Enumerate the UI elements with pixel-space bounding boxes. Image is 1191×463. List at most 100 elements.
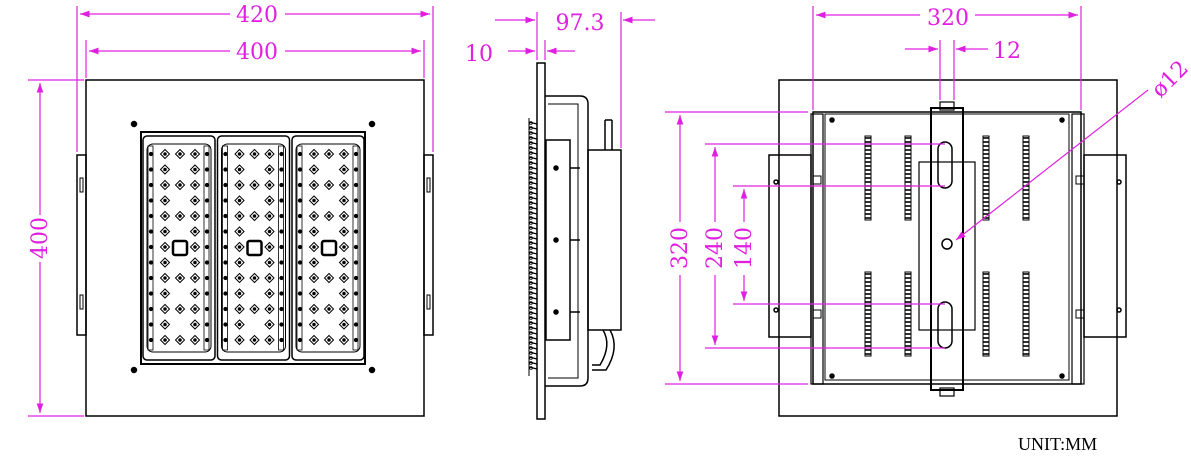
led-chip bbox=[159, 319, 171, 330]
module-sensor bbox=[246, 239, 263, 257]
led-chip bbox=[234, 257, 245, 268]
led-chip bbox=[338, 319, 350, 330]
led-chip bbox=[159, 334, 171, 346]
center-hole bbox=[941, 238, 953, 250]
dim-depth-97-3: 97.3 bbox=[556, 11, 605, 36]
led-chip bbox=[174, 272, 186, 284]
rear-left-bracket bbox=[768, 154, 812, 338]
led-chip bbox=[338, 148, 350, 160]
led-module bbox=[216, 135, 291, 361]
rear-right-bracket bbox=[1083, 154, 1127, 338]
led-chip bbox=[189, 272, 201, 284]
rear-heatsink-fins bbox=[864, 135, 1030, 357]
led-chip bbox=[234, 226, 245, 237]
left-bracket bbox=[76, 154, 87, 336]
led-chip bbox=[159, 164, 171, 175]
side-dimensions bbox=[495, 12, 655, 148]
led-chip bbox=[264, 257, 275, 268]
led-chip bbox=[308, 257, 320, 268]
led-chip bbox=[323, 179, 335, 191]
led-chip bbox=[338, 334, 350, 346]
led-chip bbox=[264, 148, 275, 160]
led-chip bbox=[249, 148, 260, 160]
dim-thickness-10: 10 bbox=[465, 42, 493, 67]
dim-width-400: 400 bbox=[236, 40, 278, 65]
led-chip bbox=[234, 272, 245, 284]
led-chip bbox=[308, 288, 320, 299]
led-chip bbox=[308, 195, 320, 206]
front-panel bbox=[85, 79, 425, 417]
led-chip bbox=[159, 148, 171, 160]
led-chip bbox=[323, 210, 335, 222]
led-chip bbox=[338, 226, 350, 237]
led-chip bbox=[249, 272, 260, 284]
led-chip bbox=[338, 288, 350, 299]
led-chip bbox=[323, 272, 335, 284]
side-plate bbox=[536, 62, 546, 420]
led-chip bbox=[234, 319, 245, 330]
led-chip bbox=[234, 288, 245, 299]
led-chip bbox=[249, 179, 260, 191]
led-chip bbox=[338, 195, 350, 206]
led-chip bbox=[308, 210, 320, 222]
led-chip bbox=[189, 303, 201, 315]
led-chip bbox=[189, 241, 201, 253]
led-chip bbox=[159, 272, 171, 284]
led-chip bbox=[308, 164, 320, 175]
led-chip bbox=[189, 164, 201, 175]
led-chip bbox=[308, 226, 320, 237]
dim-slot-240: 240 bbox=[703, 227, 728, 269]
dim-bracket-12: 12 bbox=[993, 39, 1021, 64]
led-chip bbox=[189, 319, 201, 330]
mounting-bar bbox=[930, 107, 964, 391]
lower-slot bbox=[937, 301, 953, 349]
led-chip bbox=[264, 164, 275, 175]
led-chip bbox=[189, 210, 201, 222]
front-view bbox=[76, 79, 434, 417]
led-chip bbox=[264, 334, 275, 346]
right-bracket bbox=[423, 154, 434, 336]
side-heatsink-fins bbox=[528, 118, 538, 376]
led-chip bbox=[338, 303, 350, 315]
led-chip bbox=[234, 334, 245, 346]
led-chip bbox=[174, 210, 186, 222]
rear-dimensions bbox=[665, 6, 1149, 385]
led-chip bbox=[234, 148, 245, 160]
led-chip bbox=[249, 210, 260, 222]
upper-slot bbox=[937, 141, 953, 189]
led-chip bbox=[159, 226, 171, 237]
led-chip bbox=[308, 148, 320, 160]
led-chip bbox=[159, 303, 171, 315]
led-chip bbox=[308, 303, 320, 315]
led-chip bbox=[189, 257, 201, 268]
led-chip bbox=[189, 288, 201, 299]
led-chip bbox=[264, 272, 275, 284]
led-chip bbox=[308, 179, 320, 191]
led-chip bbox=[323, 148, 335, 160]
led-chip bbox=[338, 210, 350, 222]
led-chip bbox=[264, 195, 275, 206]
led-chip bbox=[308, 334, 320, 346]
led-modules bbox=[142, 135, 365, 361]
led-chip bbox=[264, 226, 275, 237]
led-chip bbox=[234, 241, 245, 253]
module-sensor bbox=[171, 239, 189, 257]
led-module-frame bbox=[140, 131, 366, 365]
led-chip bbox=[234, 164, 245, 175]
led-chip bbox=[264, 179, 275, 191]
led-chip bbox=[159, 179, 171, 191]
led-chip bbox=[189, 226, 201, 237]
led-chip bbox=[159, 288, 171, 299]
module-sensor bbox=[320, 239, 338, 257]
rear-view bbox=[768, 79, 1127, 417]
led-chip bbox=[174, 303, 186, 315]
led-chip bbox=[338, 272, 350, 284]
led-chip bbox=[189, 334, 201, 346]
dim-height-400: 400 bbox=[28, 217, 53, 259]
led-chip bbox=[234, 210, 245, 222]
led-chip bbox=[323, 334, 335, 346]
led-chip bbox=[264, 241, 275, 253]
led-chip bbox=[174, 179, 186, 191]
led-chip bbox=[338, 257, 350, 268]
